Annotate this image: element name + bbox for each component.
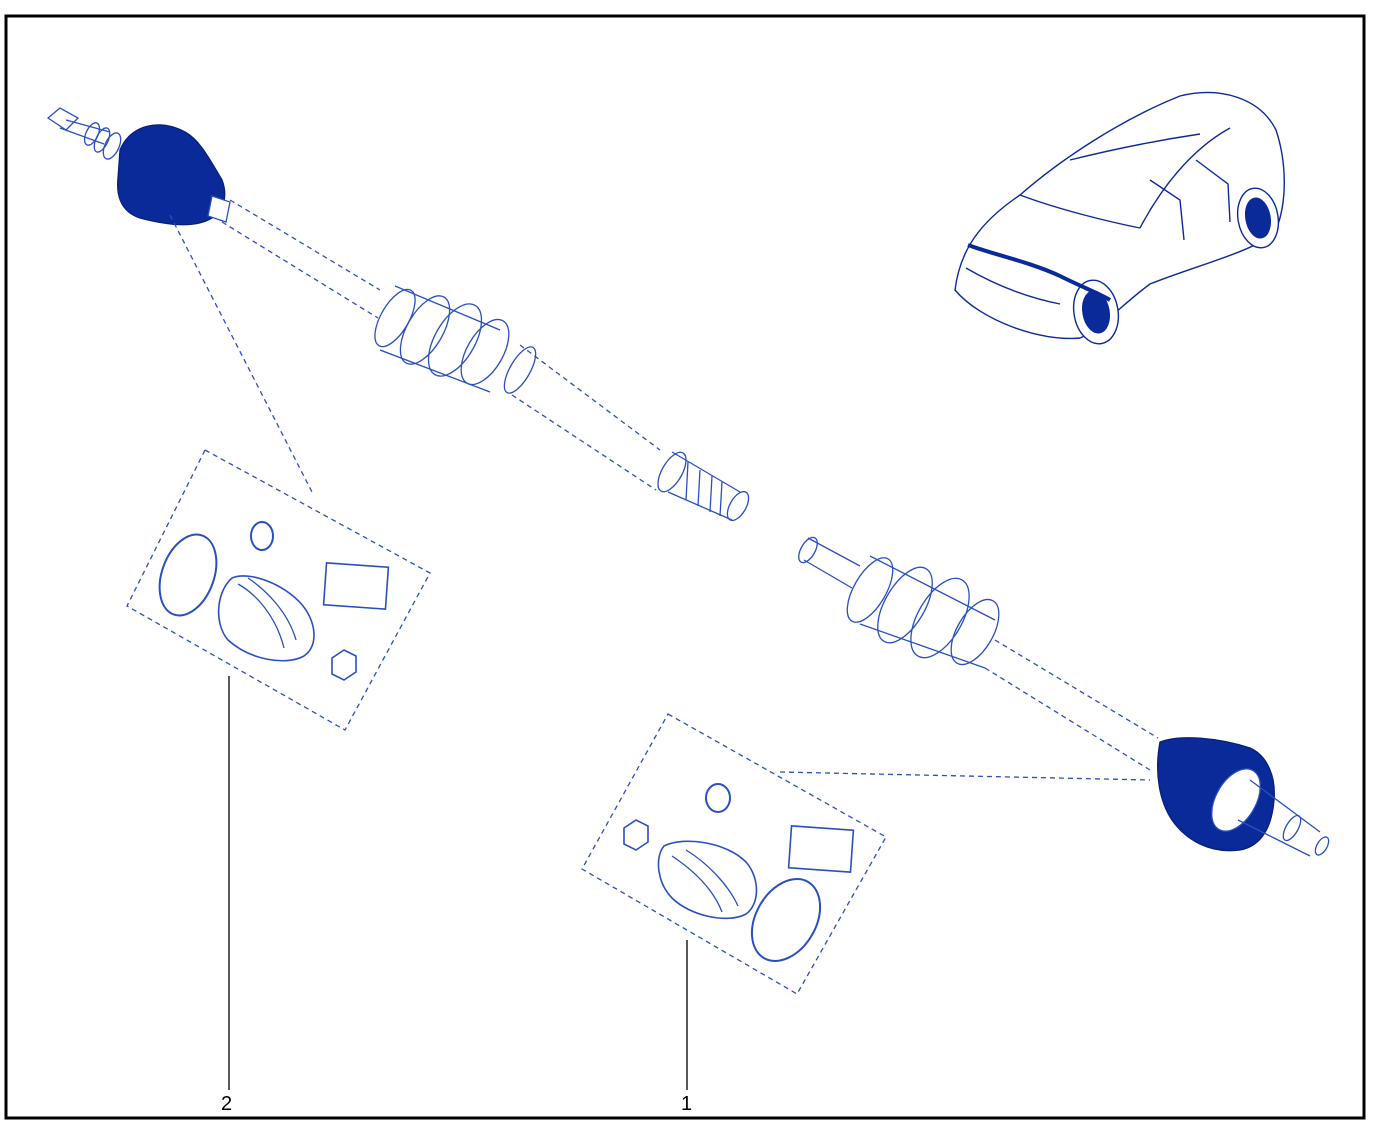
kit-2-grease-sachet [322, 562, 390, 610]
kit-2-clamp-small [250, 521, 274, 551]
callout-number-1: 1 [681, 1093, 693, 1115]
kit-2-boot [217, 575, 315, 662]
cv-boot-kit-left [126, 449, 431, 731]
car-vehicle-icon [954, 91, 1285, 345]
kit-2-clamp-large [158, 533, 218, 617]
right-spline-end [798, 536, 861, 589]
kit-2-nut [331, 649, 357, 681]
kit-1-clamp-large [750, 878, 822, 962]
kit-2-outline [126, 449, 431, 731]
kit-1-boot [657, 840, 758, 920]
drive-shaft-left [46, 107, 750, 522]
callout-number-2: 2 [221, 1093, 233, 1115]
right-outer-stub [1211, 768, 1330, 857]
left-spline-end [657, 451, 750, 522]
kit-1-nut [623, 819, 649, 851]
right-inner-cv-joint [846, 555, 1000, 669]
kit-1-clamp-small [705, 783, 731, 813]
left-inner-cv-joint [374, 285, 537, 394]
diagram-border [4, 14, 1366, 1120]
kit-1-outline [581, 713, 887, 995]
drive-shaft-right [779, 536, 1330, 857]
kit-1-grease-sachet [787, 825, 855, 873]
cv-boot-kit-right [581, 713, 887, 995]
left-outer-stub [46, 107, 122, 160]
